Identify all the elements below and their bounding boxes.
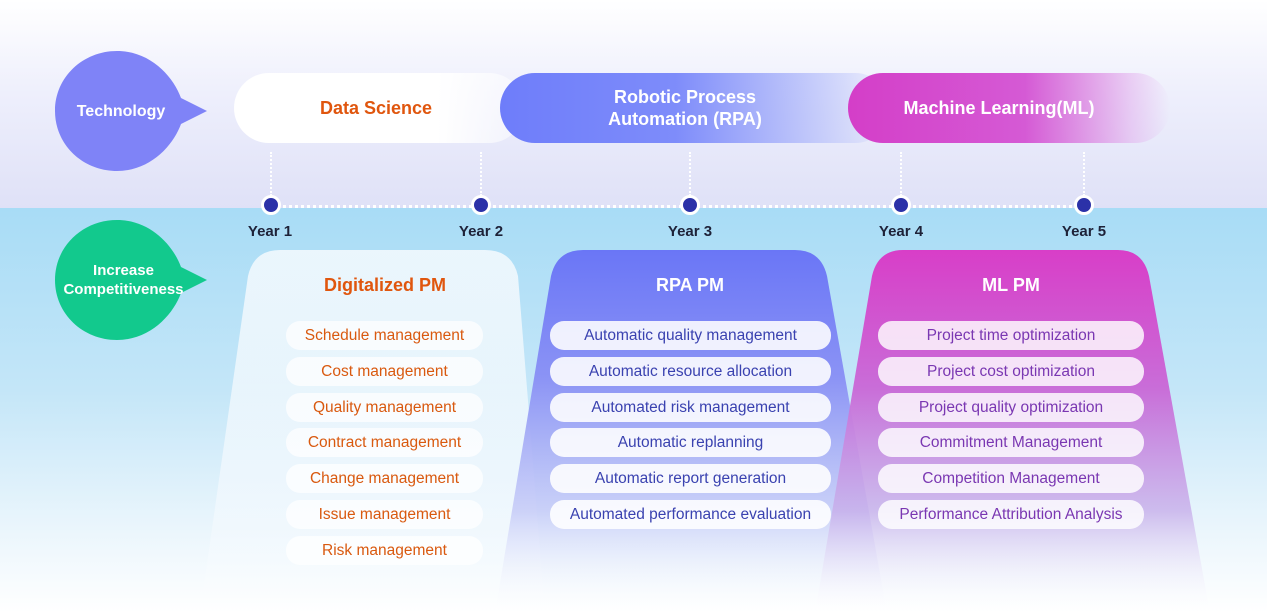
year1-label: Year 1 — [247, 223, 293, 240]
year2-marker — [471, 195, 491, 215]
rpa-pm-title: RPA PM — [655, 275, 724, 295]
rpa-label-line2: Automation (RPA) — [608, 109, 762, 129]
ml-pm-item: Project cost optimization — [878, 357, 1144, 386]
competitiveness-label: Increase Competitiveness — [63, 261, 183, 299]
ml-pm-item: Performance Attribution Analysis — [878, 500, 1144, 529]
year5-label: Year 5 — [1061, 223, 1107, 240]
competitiveness-label-bubble: Increase Competitiveness — [55, 217, 207, 343]
year5-marker — [1074, 195, 1094, 215]
rpa-pm-item: Automated performance evaluation — [550, 500, 831, 529]
data-science-pill: Data Science — [234, 73, 524, 143]
ml-pm-item: Project time optimization — [878, 321, 1144, 350]
digitalized-pm-item: Schedule management — [286, 321, 483, 350]
timeline-line — [270, 205, 1084, 208]
rpa-pm-item: Automatic report generation — [550, 464, 831, 493]
competitiveness-label-line1: Increase — [93, 262, 154, 279]
rpa-pm-item: Automated risk management — [550, 393, 831, 422]
year3-marker — [680, 195, 700, 215]
year4-marker — [891, 195, 911, 215]
rpa-pm-item: Automatic resource allocation — [550, 357, 831, 386]
technology-label-bubble: Technology — [55, 48, 207, 174]
year4-connector — [900, 152, 902, 196]
rpa-pm-item: Automatic quality management — [550, 321, 831, 350]
rpa-label: Robotic Process Automation (RPA) — [608, 86, 762, 130]
digitalized-pm-item: Risk management — [286, 536, 483, 565]
machine-learning-pill: Machine Learning(ML) — [848, 73, 1170, 143]
digitalized-pm-item: Issue management — [286, 500, 483, 529]
digitalized-pm-item: Change management — [286, 464, 483, 493]
year5-connector — [1083, 152, 1085, 196]
year4-label: Year 4 — [878, 223, 924, 240]
ml-pm-item: Commitment Management — [878, 428, 1144, 457]
ml-pm-item: Project quality optimization — [878, 393, 1144, 422]
ml-pm-title: ML PM — [982, 275, 1040, 295]
competitiveness-label-line2: Competitiveness — [63, 281, 184, 298]
year3-label: Year 3 — [667, 223, 713, 240]
competitiveness-bubble-shape — [55, 220, 207, 340]
rpa-pill: Robotic Process Automation (RPA) — [500, 73, 890, 143]
year2-connector — [480, 152, 482, 196]
digitalized-pm-item: Quality management — [286, 393, 483, 422]
year2-label: Year 2 — [458, 223, 504, 240]
technology-label: Technology — [76, 102, 166, 120]
technology-bubble-shape — [55, 51, 207, 171]
digitalized-pm-title: Digitalized PM — [323, 275, 446, 295]
machine-learning-label: Machine Learning(ML) — [903, 98, 1095, 118]
ml-pm-item: Competition Management — [878, 464, 1144, 493]
digitalized-pm-item: Cost management — [286, 357, 483, 386]
year1-marker — [261, 195, 281, 215]
year3-connector — [689, 152, 691, 196]
digitalized-pm-item: Contract management — [286, 428, 483, 457]
rpa-pm-item: Automatic replanning — [550, 428, 831, 457]
rpa-label-line1: Robotic Process — [613, 87, 757, 107]
year1-connector — [270, 152, 272, 196]
data-science-label: Data Science — [319, 98, 433, 118]
